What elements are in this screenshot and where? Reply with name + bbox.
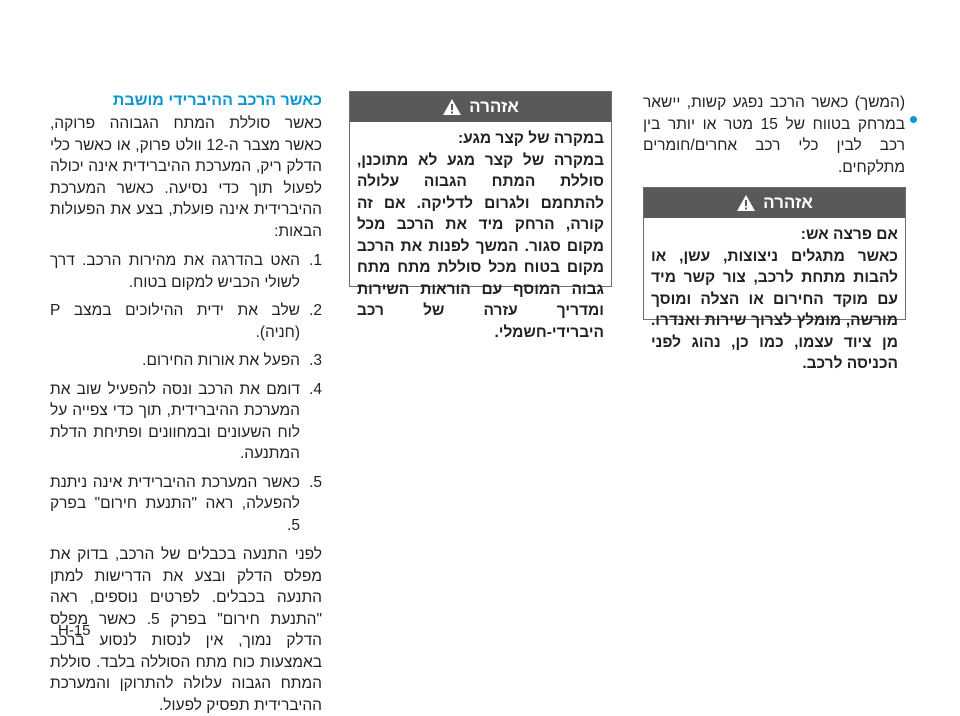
step-number: 3. xyxy=(309,352,322,369)
list-item: 2. שלב את ידית ההילוכים במצב P (חניה). xyxy=(50,300,322,343)
step-number: 5. xyxy=(309,473,322,491)
list-item: 1. האט בהדרגה את מהירות הרכב. דרך לשולי … xyxy=(50,250,322,293)
list-item: 3. הפעל את אורות החירום. xyxy=(50,350,322,372)
step-number: 2. xyxy=(309,302,322,319)
right-column: (המשך) כאשר הרכב נפגע קשות, יישאר במרחק … xyxy=(643,92,905,178)
warning-header: אזהרה xyxy=(644,188,905,218)
page-number: H-15 xyxy=(58,622,91,639)
step-text: כאשר המערכת ההיברידית אינה ניתנת להפעלה,… xyxy=(50,473,300,534)
section-heading: כאשר הרכב ההיברידי מושבת xyxy=(112,92,322,109)
warning-text: במקרה של קצר מגע לא מתוכנן, סוללת המתח ה… xyxy=(357,151,604,341)
warning-text: כאשר מתגלים ניצוצות, עשן, או להבות מתחת … xyxy=(651,247,898,373)
warning-body: אם פרצה אש: כאשר מתגלים ניצוצות, עשן, או… xyxy=(644,218,905,381)
warning-title: אזהרה xyxy=(763,193,813,212)
step-text: הפעל את אורות החירום. xyxy=(142,352,300,369)
step-number: 4. xyxy=(309,380,322,398)
step-text: האט בהדרגה את מהירות הרכב. דרך לשולי הכב… xyxy=(50,252,300,291)
continued-text: (המשך) כאשר הרכב נפגע קשות, יישאר במרחק … xyxy=(643,94,905,176)
closing-paragraph: לפני התנעה בכבלים של הרכב, בדוק את מפלס … xyxy=(50,546,322,714)
list-item: 4. דומם את הרכב ונסה להפעיל שוב את המערכ… xyxy=(50,379,322,465)
step-text: דומם את הרכב ונסה להפעיל שוב את המערכת ה… xyxy=(50,380,300,463)
warning-triangle-icon xyxy=(443,99,462,115)
left-column: כאשר הרכב ההיברידי מושבת כאשר סוללת המתח… xyxy=(50,91,322,716)
warning-title: אזהרה xyxy=(469,97,519,116)
warning-body: במקרה של קצר מגע: במקרה של קצר מגע לא מת… xyxy=(350,122,611,349)
short-circuit-warning-box: אזהרה במקרה של קצר מגע: במקרה של קצר מגע… xyxy=(349,91,612,341)
bullet-icon xyxy=(910,116,917,123)
intro-paragraph: כאשר סוללת המתח הגבוהה פרוקה, כאשר מצבר … xyxy=(50,115,322,240)
warning-header: אזהרה xyxy=(350,92,611,122)
warning-intro: במקרה של קצר מגע: xyxy=(458,130,604,147)
step-number: 1. xyxy=(309,252,322,269)
fire-warning-box: אזהרה אם פרצה אש: כאשר מתגלים ניצוצות, ע… xyxy=(643,187,906,372)
warning-triangle-icon xyxy=(737,195,756,211)
steps-list: 1. האט בהדרגה את מהירות הרכב. דרך לשולי … xyxy=(50,250,322,536)
warning-intro: אם פרצה אש: xyxy=(800,226,898,243)
list-item: 5. כאשר המערכת ההיברידית אינה ניתנת להפע… xyxy=(50,472,322,537)
step-text: שלב את ידית ההילוכים במצב P (חניה). xyxy=(50,302,300,341)
